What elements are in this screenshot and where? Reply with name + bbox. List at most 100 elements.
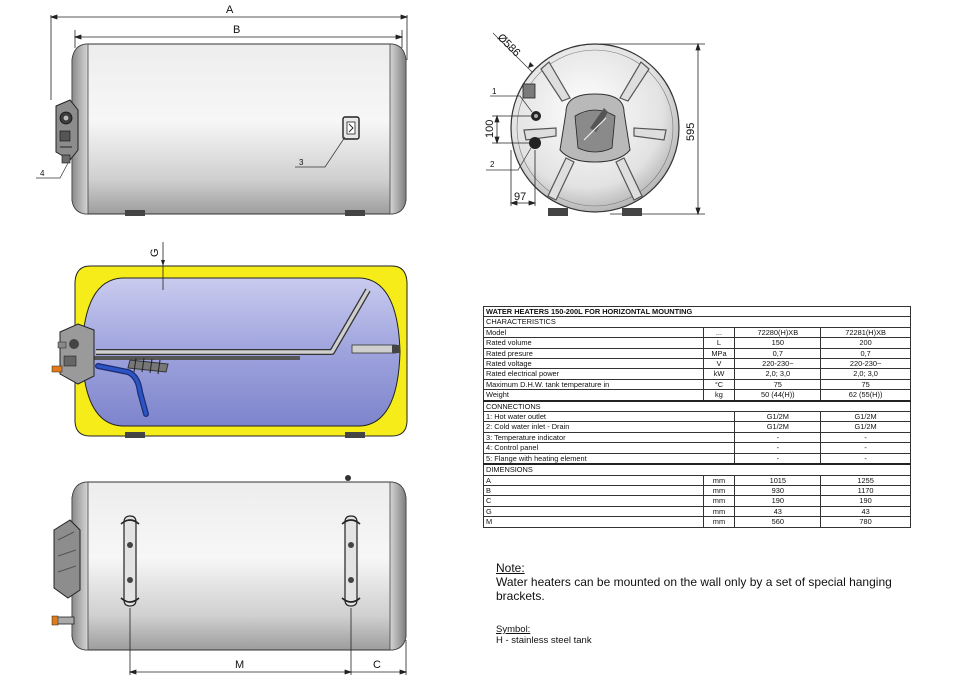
table-cell: Rated voltage [483, 358, 704, 370]
temperature-indicator [342, 116, 360, 140]
note-block: Note: Water heaters can be mounted on th… [496, 561, 926, 603]
table-row: 4: Control panel-- [482, 442, 911, 454]
dim-label-b: B [233, 24, 240, 36]
callout-2: 2 [490, 160, 495, 169]
table-cell: G1/2M [734, 421, 822, 433]
table-cell: - [734, 442, 822, 454]
note-title: Note: [496, 561, 525, 575]
label-plate [522, 83, 536, 99]
table-cell: 75 [820, 378, 911, 391]
symbol-block: Symbol: H - stainless steel tank [496, 624, 592, 646]
flange-assembly [51, 323, 95, 385]
note-text: Water heaters can be mounted on the wall… [496, 575, 892, 603]
table-cell: 0,7 [820, 347, 911, 360]
table-cell: MPa [702, 347, 736, 360]
table-cell: B [483, 484, 704, 497]
callout-1-leader [490, 95, 533, 113]
table-cell: Rated volume [483, 337, 704, 349]
back-view: M C [51, 475, 408, 675]
table-cell: 0,7 [734, 347, 822, 360]
table-row: 5: Flange with heating element-- [482, 452, 911, 465]
table-cell: 3: Temperature indicator [482, 431, 736, 444]
table-cell: 190 [734, 495, 822, 507]
table-cell: C [483, 495, 704, 507]
foot [125, 210, 145, 216]
table-cell: ... [702, 326, 736, 339]
end-cap-left [71, 43, 89, 215]
table-cell: 72280(H)XB [734, 326, 822, 339]
table-cell: G1/2M [820, 411, 911, 423]
table-cell: kW [702, 368, 736, 380]
dim-100: 100 [484, 120, 496, 138]
table-cell: L [702, 337, 736, 349]
table-cell: 220-230~ [820, 358, 911, 370]
dim-m: M [235, 659, 244, 671]
table-cell: - [734, 431, 822, 444]
dim-label-a: A [226, 4, 234, 16]
table-cell: mm [702, 484, 736, 497]
cold-inlet [529, 137, 541, 149]
table-cell: G1/2M [820, 421, 911, 433]
table-cell: 75 [734, 378, 822, 391]
section-header-row: DIMENSIONS [483, 463, 911, 476]
table-cell: 2: Cold water inlet - Drain [482, 421, 736, 433]
dim-diameter: Ø586 [495, 32, 523, 60]
foot [125, 432, 145, 438]
dimension-c [351, 640, 408, 675]
foot [345, 432, 365, 438]
table-cell: G1/2M [734, 411, 822, 423]
control-panel-side [53, 519, 81, 599]
section-header-row: CONNECTIONS [483, 399, 911, 413]
dimension-97 [509, 150, 537, 206]
table-cell: 930 [734, 484, 822, 497]
callout-1: 1 [492, 87, 497, 96]
table-row: 3: Temperature indicator-- [482, 431, 911, 444]
table-cell: 200 [820, 337, 911, 349]
table-cell: 560 [734, 516, 822, 528]
table-title-row: WATER HEATERS 150-200L FOR HORIZONTAL MO… [483, 305, 911, 318]
callout-3-leader [295, 136, 346, 168]
table-cell: 780 [820, 516, 911, 528]
dim-g: G [149, 248, 161, 257]
table-cell: 220-230~ [734, 358, 822, 370]
dim-97: 97 [514, 191, 526, 203]
table-cell: 43 [734, 505, 822, 518]
section-header: CHARACTERISTICS [483, 316, 911, 328]
table-cell: 72281(H)XB [820, 326, 911, 339]
foot [548, 208, 568, 216]
table-cell: 1015 [734, 474, 822, 486]
anode [127, 357, 169, 375]
dimension-b [73, 30, 404, 48]
table-cell: Rated presure [483, 347, 704, 360]
foot [622, 208, 642, 216]
table-cell: 2,0; 3,0 [734, 368, 822, 380]
table-cell: - [820, 431, 911, 444]
table-cell: - [820, 442, 911, 454]
section-view: G [51, 242, 408, 438]
table-title: WATER HEATERS 150-200L FOR HORIZONTAL MO… [483, 305, 911, 318]
table-cell: Rated electrical power [483, 368, 704, 380]
side-view: Ø586 595 [484, 32, 705, 216]
end-cap-right [389, 43, 407, 215]
table-cell: 1255 [820, 474, 911, 486]
hanging-bracket-left [120, 515, 140, 607]
symbol-title: Symbol: [496, 624, 531, 635]
table-cell: mm [702, 516, 736, 528]
symbol-text: H - stainless steel tank [496, 635, 592, 646]
table-cell: Weight [483, 389, 704, 402]
table-cell: A [483, 474, 704, 486]
table-cell: V [702, 358, 736, 370]
callout-4-leader [36, 162, 69, 179]
foot [345, 210, 365, 216]
thermostat-probe [351, 344, 397, 354]
table-cell: 2,0; 3,0 [820, 368, 911, 380]
